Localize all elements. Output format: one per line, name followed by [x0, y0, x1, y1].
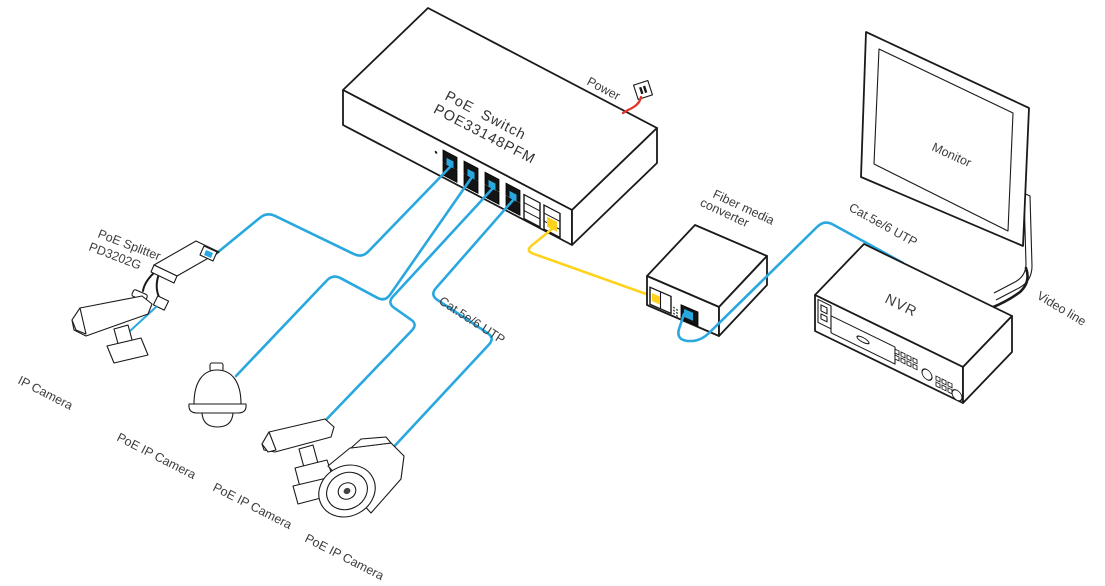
camera-bullet-front [318, 436, 405, 518]
utp-cable-splitter [210, 164, 453, 259]
plug-icon [642, 85, 648, 94]
splitter-side [150, 264, 178, 284]
fiber-cable [527, 227, 651, 297]
utp-cable-dome-camera [234, 175, 474, 378]
camera-bracket-base [106, 337, 149, 364]
nvr-front-panel [817, 298, 963, 402]
reset-hole [434, 150, 438, 154]
led [673, 312, 675, 315]
monitor-screen [873, 48, 1014, 232]
utp-cable-nvr [677, 221, 905, 343]
cat5-label-right: Cat.5e/6 UTP [847, 200, 920, 249]
camera-top-mount [350, 436, 392, 449]
plug-icon [639, 86, 644, 95]
dome-flange [188, 403, 247, 414]
fiber-plug-icon [652, 293, 660, 305]
nvr-tray-notch [856, 335, 870, 345]
led [673, 309, 675, 312]
switch-right-face [571, 127, 658, 246]
utp-cable-front-camera [387, 197, 516, 454]
nvr-buttons [894, 348, 918, 371]
poe-ip-camera-label-1: PoE IP Camera [115, 430, 199, 482]
ip-camera-label: IP Camera [16, 373, 75, 413]
power-cable [621, 95, 643, 115]
video-line-label: Video line [1034, 289, 1088, 329]
fiber-media-converter: Fiber media converter [646, 187, 777, 337]
splitter-label: PoE Splitter PD3202G [87, 227, 163, 273]
camera-lens-facet [261, 431, 277, 453]
camera-lens-rings [318, 464, 376, 518]
poe-ip-camera-label-2: PoE IP Camera [211, 480, 295, 532]
utp-plug-icon [684, 308, 693, 321]
nvr-io-hole [820, 313, 828, 323]
led [673, 306, 675, 309]
cat5-label-mid: Cat.5e/6 UTP [436, 294, 507, 347]
switch-port-panel [434, 149, 561, 239]
nvr-io-hole [820, 304, 828, 315]
uplink-slot [523, 193, 541, 228]
splitter-pigtail-data [155, 273, 160, 298]
converter-right-face [718, 255, 768, 337]
nvr-knob [921, 368, 933, 381]
utp-plug-icon [204, 250, 213, 258]
nvr: NVR [814, 243, 1013, 404]
rj45-coupler [152, 295, 170, 311]
monitor-stand-inner [993, 193, 1027, 294]
nvr-right-face [962, 315, 1013, 404]
monitor-stand [995, 191, 1033, 301]
dome-glass [201, 412, 234, 428]
nvr-buttons [935, 375, 953, 395]
nvr-knob [951, 389, 963, 402]
poe-ip-camera-label-3: PoE IP Camera [303, 531, 387, 583]
led [676, 308, 678, 311]
camera-lens-facet [71, 307, 87, 335]
led [676, 314, 678, 317]
camera-ip [71, 295, 153, 364]
fiber-plug-icon [547, 216, 557, 232]
converter-ports [649, 286, 699, 327]
uplink-slot-lines [524, 201, 540, 220]
dome-bell [193, 369, 242, 405]
video-cable [989, 266, 1029, 310]
monitor: Monitor [860, 31, 1033, 301]
camera-dome [188, 362, 247, 428]
camera-body [261, 418, 335, 453]
led [676, 311, 678, 314]
poe-switch: PoE Switch POE33148PFM [342, 7, 658, 246]
power-outlet [632, 79, 654, 101]
utp-cable-bullet-camera [320, 186, 495, 426]
splitter-data-wire [129, 306, 157, 332]
camera-body [71, 295, 153, 337]
